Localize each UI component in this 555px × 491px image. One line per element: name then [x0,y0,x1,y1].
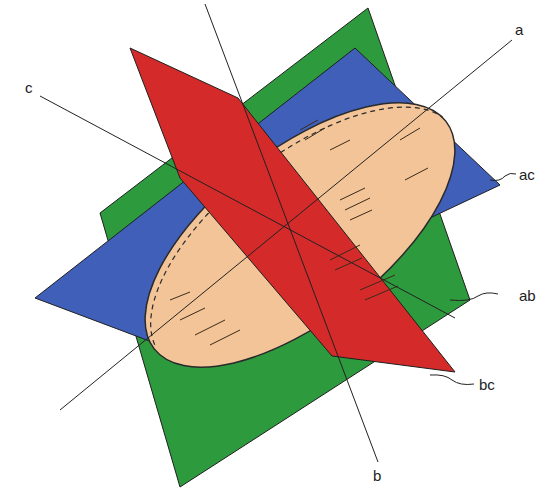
axis-label: bc [478,377,496,392]
texture-stroke [195,320,225,335]
texture-stroke [300,120,318,130]
texture-stroke [350,210,372,220]
axis-label: ab [518,288,537,303]
axis-label: c [24,80,34,95]
texture-stroke [170,292,190,300]
pebble-texture [170,120,428,345]
axis-label: b [372,468,382,483]
axis-label: ac [518,167,536,182]
texture-stroke [365,286,398,300]
texture-stroke [330,140,350,150]
texture-stroke [345,198,370,210]
axis-label: a [514,22,524,37]
texture-stroke [340,188,365,200]
texture-stroke [180,308,205,320]
bc-plane [130,48,455,372]
texture-stroke [405,168,428,180]
texture-stroke [360,275,395,290]
texture-stroke [210,330,240,345]
texture-stroke [330,245,360,260]
texture-stroke [335,258,362,270]
axes [40,4,516,462]
texture-stroke [305,128,325,140]
